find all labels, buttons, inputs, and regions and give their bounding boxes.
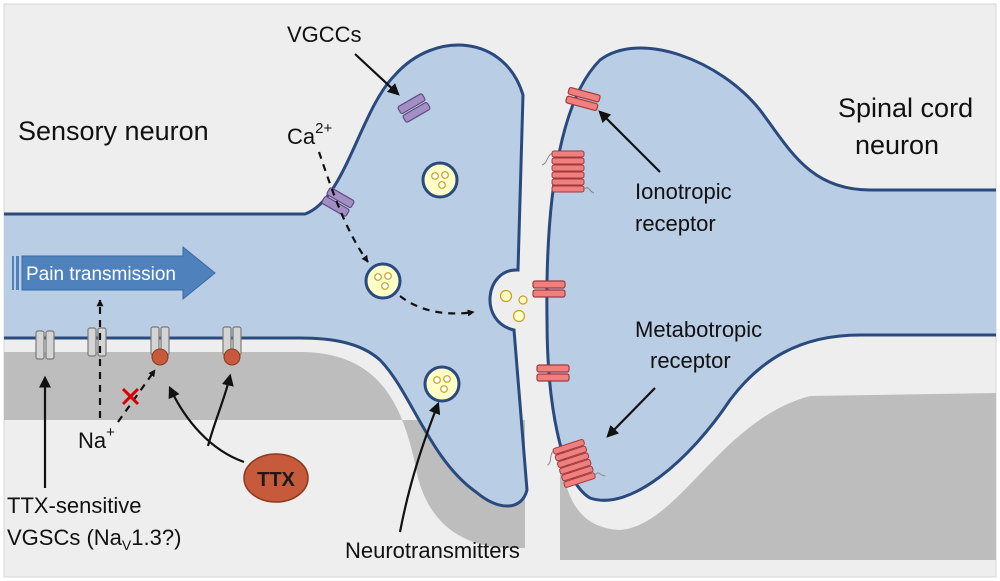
ttx-bound-dot [151,348,169,366]
ttx-bound-dot [223,348,241,366]
vgccs-label: VGCCs [287,22,362,47]
ca-ion-label: Ca2+ [287,120,332,149]
vgsc-label-line1: TTX-sensitive [7,493,141,518]
ttx-arrow-to-channel-1 [168,385,245,464]
block-x-icon [121,387,140,406]
spinal-cord-neuron-label-line2: neuron [855,130,939,160]
neurotransmitters-pointer-arrow [398,401,441,533]
na-ion-label: Na+ [78,424,115,453]
metabotropic-label-line1: Metabotropic [635,317,762,342]
released-neurotransmitters [499,289,528,323]
vesicle-release-arrow [399,295,475,317]
ca-influx-arrow [317,151,369,263]
ttx-label: TTX [257,469,295,491]
ttx-arrow-to-channel-2 [206,373,234,447]
vgsc-label-line2: VGSCs (NaV1.3?) [7,525,181,553]
synaptic-vesicle [421,161,459,199]
spinal-neuron-shadow [560,393,996,560]
synaptic-vesicle [423,365,461,403]
synaptic-vesicle [364,262,402,300]
ionotropic-label-line2: receptor [635,211,716,236]
ionotropic-pointer-arrow [598,110,661,173]
metabotropic-pointer-arrow [606,387,656,438]
spinal-cord-neuron-label-line1: Spinal cord [838,93,973,123]
pain-transmission-label: Pain transmission [26,264,176,285]
ionotropic-label-line1: Ionotropic [635,179,732,204]
pain-transmission-arrow: Pain transmission [12,245,216,301]
spinal-neuron-body [545,46,996,502]
metabotropic-label-line2: receptor [650,348,731,373]
ttx-badge: TTX [243,453,309,503]
sensory-neuron-label: Sensory neuron [18,116,209,146]
neurotransmitters-label: Neurotransmitters [345,538,520,563]
na-blocked-arrow [117,369,156,423]
vgccs-pointer-arrow [354,53,400,96]
